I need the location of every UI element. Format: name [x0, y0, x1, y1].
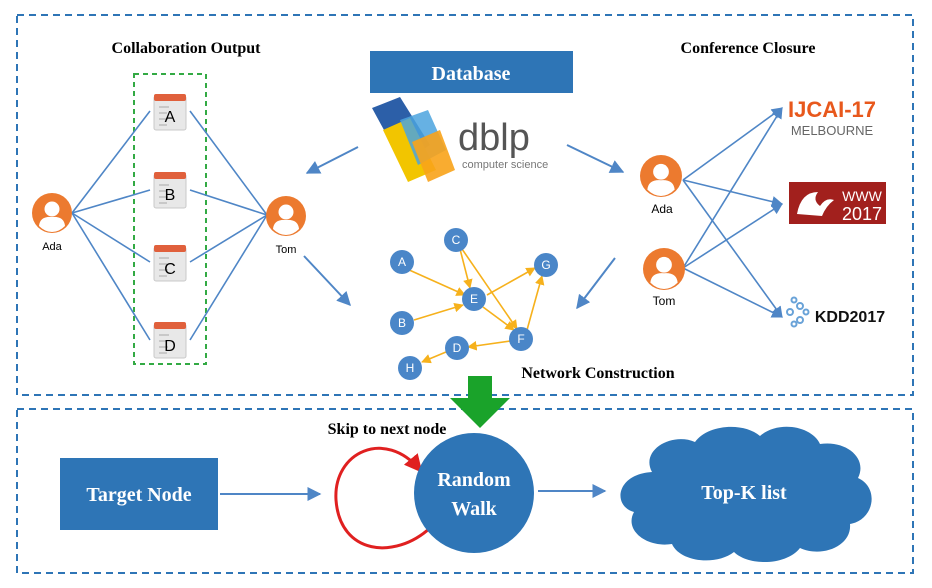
paper-c: C — [153, 244, 187, 282]
person-icon — [640, 155, 682, 197]
papers-group-box — [133, 73, 207, 365]
svg-text:IJCAI-17: IJCAI-17 — [788, 97, 876, 122]
dblp-subtitle: computer science — [462, 159, 548, 171]
ijcai-logo: IJCAI-17 MELBOURNE — [788, 97, 876, 138]
target-node-box — [60, 458, 218, 530]
paper-b: B — [153, 171, 187, 209]
svg-text:B: B — [398, 316, 406, 330]
network-node-g: G — [534, 253, 558, 277]
svg-text:G: G — [541, 258, 550, 272]
swan-icon — [797, 192, 834, 216]
svg-text:C: C — [452, 233, 461, 247]
network-title: Network Construction — [521, 365, 674, 382]
collab-title: Collaboration Output — [112, 40, 262, 57]
collab-edges — [71, 110, 268, 341]
paper-d: D — [153, 321, 187, 359]
person-icon — [643, 248, 685, 290]
network-node-a: A — [390, 250, 414, 274]
tom-label-right: Tom — [653, 294, 676, 308]
www-logo: WWW 2017 — [789, 182, 886, 224]
svg-text:D: D — [453, 341, 462, 355]
svg-text:F: F — [517, 332, 524, 346]
network-node-c: C — [444, 228, 468, 252]
ada-label-right: Ada — [651, 202, 673, 216]
database-label: Database — [432, 63, 511, 85]
random-walk-circle — [414, 433, 534, 553]
tom-label-left: Tom — [276, 244, 297, 256]
random-walk-label-2: Walk — [451, 498, 497, 520]
svg-text:H: H — [406, 361, 415, 375]
paper-label: C — [164, 261, 176, 278]
snowflake-icon — [786, 296, 810, 328]
dblp-logo: dblp computer science — [372, 97, 548, 182]
flow-arrows — [303, 144, 625, 310]
paper-label: B — [165, 187, 176, 204]
network-node-e: E — [462, 287, 486, 311]
kdd-logo: KDD2017 — [786, 296, 885, 328]
paper-label: A — [165, 109, 176, 126]
svg-text:2017: 2017 — [842, 204, 882, 224]
conference-title: Conference Closure — [681, 40, 816, 57]
ada-label-left: Ada — [42, 241, 62, 253]
conference-edges — [682, 107, 784, 318]
target-node-label: Target Node — [86, 484, 191, 506]
paper-label: D — [164, 338, 176, 355]
topk-label: Top-K list — [701, 482, 787, 504]
svg-text:A: A — [398, 255, 406, 269]
svg-text:MELBOURNE: MELBOURNE — [791, 123, 874, 138]
svg-text:KDD2017: KDD2017 — [815, 309, 885, 326]
svg-text:WWW: WWW — [842, 188, 882, 204]
cloud-shape — [620, 426, 872, 563]
network-node-f: F — [509, 327, 533, 351]
top-panel-frame — [16, 14, 914, 396]
skip-label: Skip to next node — [328, 421, 447, 438]
paper-a: A — [153, 93, 187, 131]
network-node-b: B — [390, 311, 414, 335]
dblp-wordmark: dblp — [458, 117, 530, 159]
network-node-d: D — [445, 336, 469, 360]
person-icon — [32, 193, 72, 233]
network-nodes: A B C D E F G H — [390, 228, 558, 380]
network-node-h: H — [398, 356, 422, 380]
svg-text:E: E — [470, 292, 478, 306]
skip-loop — [334, 446, 432, 550]
database-box — [370, 51, 573, 93]
down-arrow — [450, 376, 510, 428]
person-icon — [266, 196, 306, 236]
network-edges — [406, 248, 545, 364]
random-walk-label-1: Random — [437, 469, 511, 491]
